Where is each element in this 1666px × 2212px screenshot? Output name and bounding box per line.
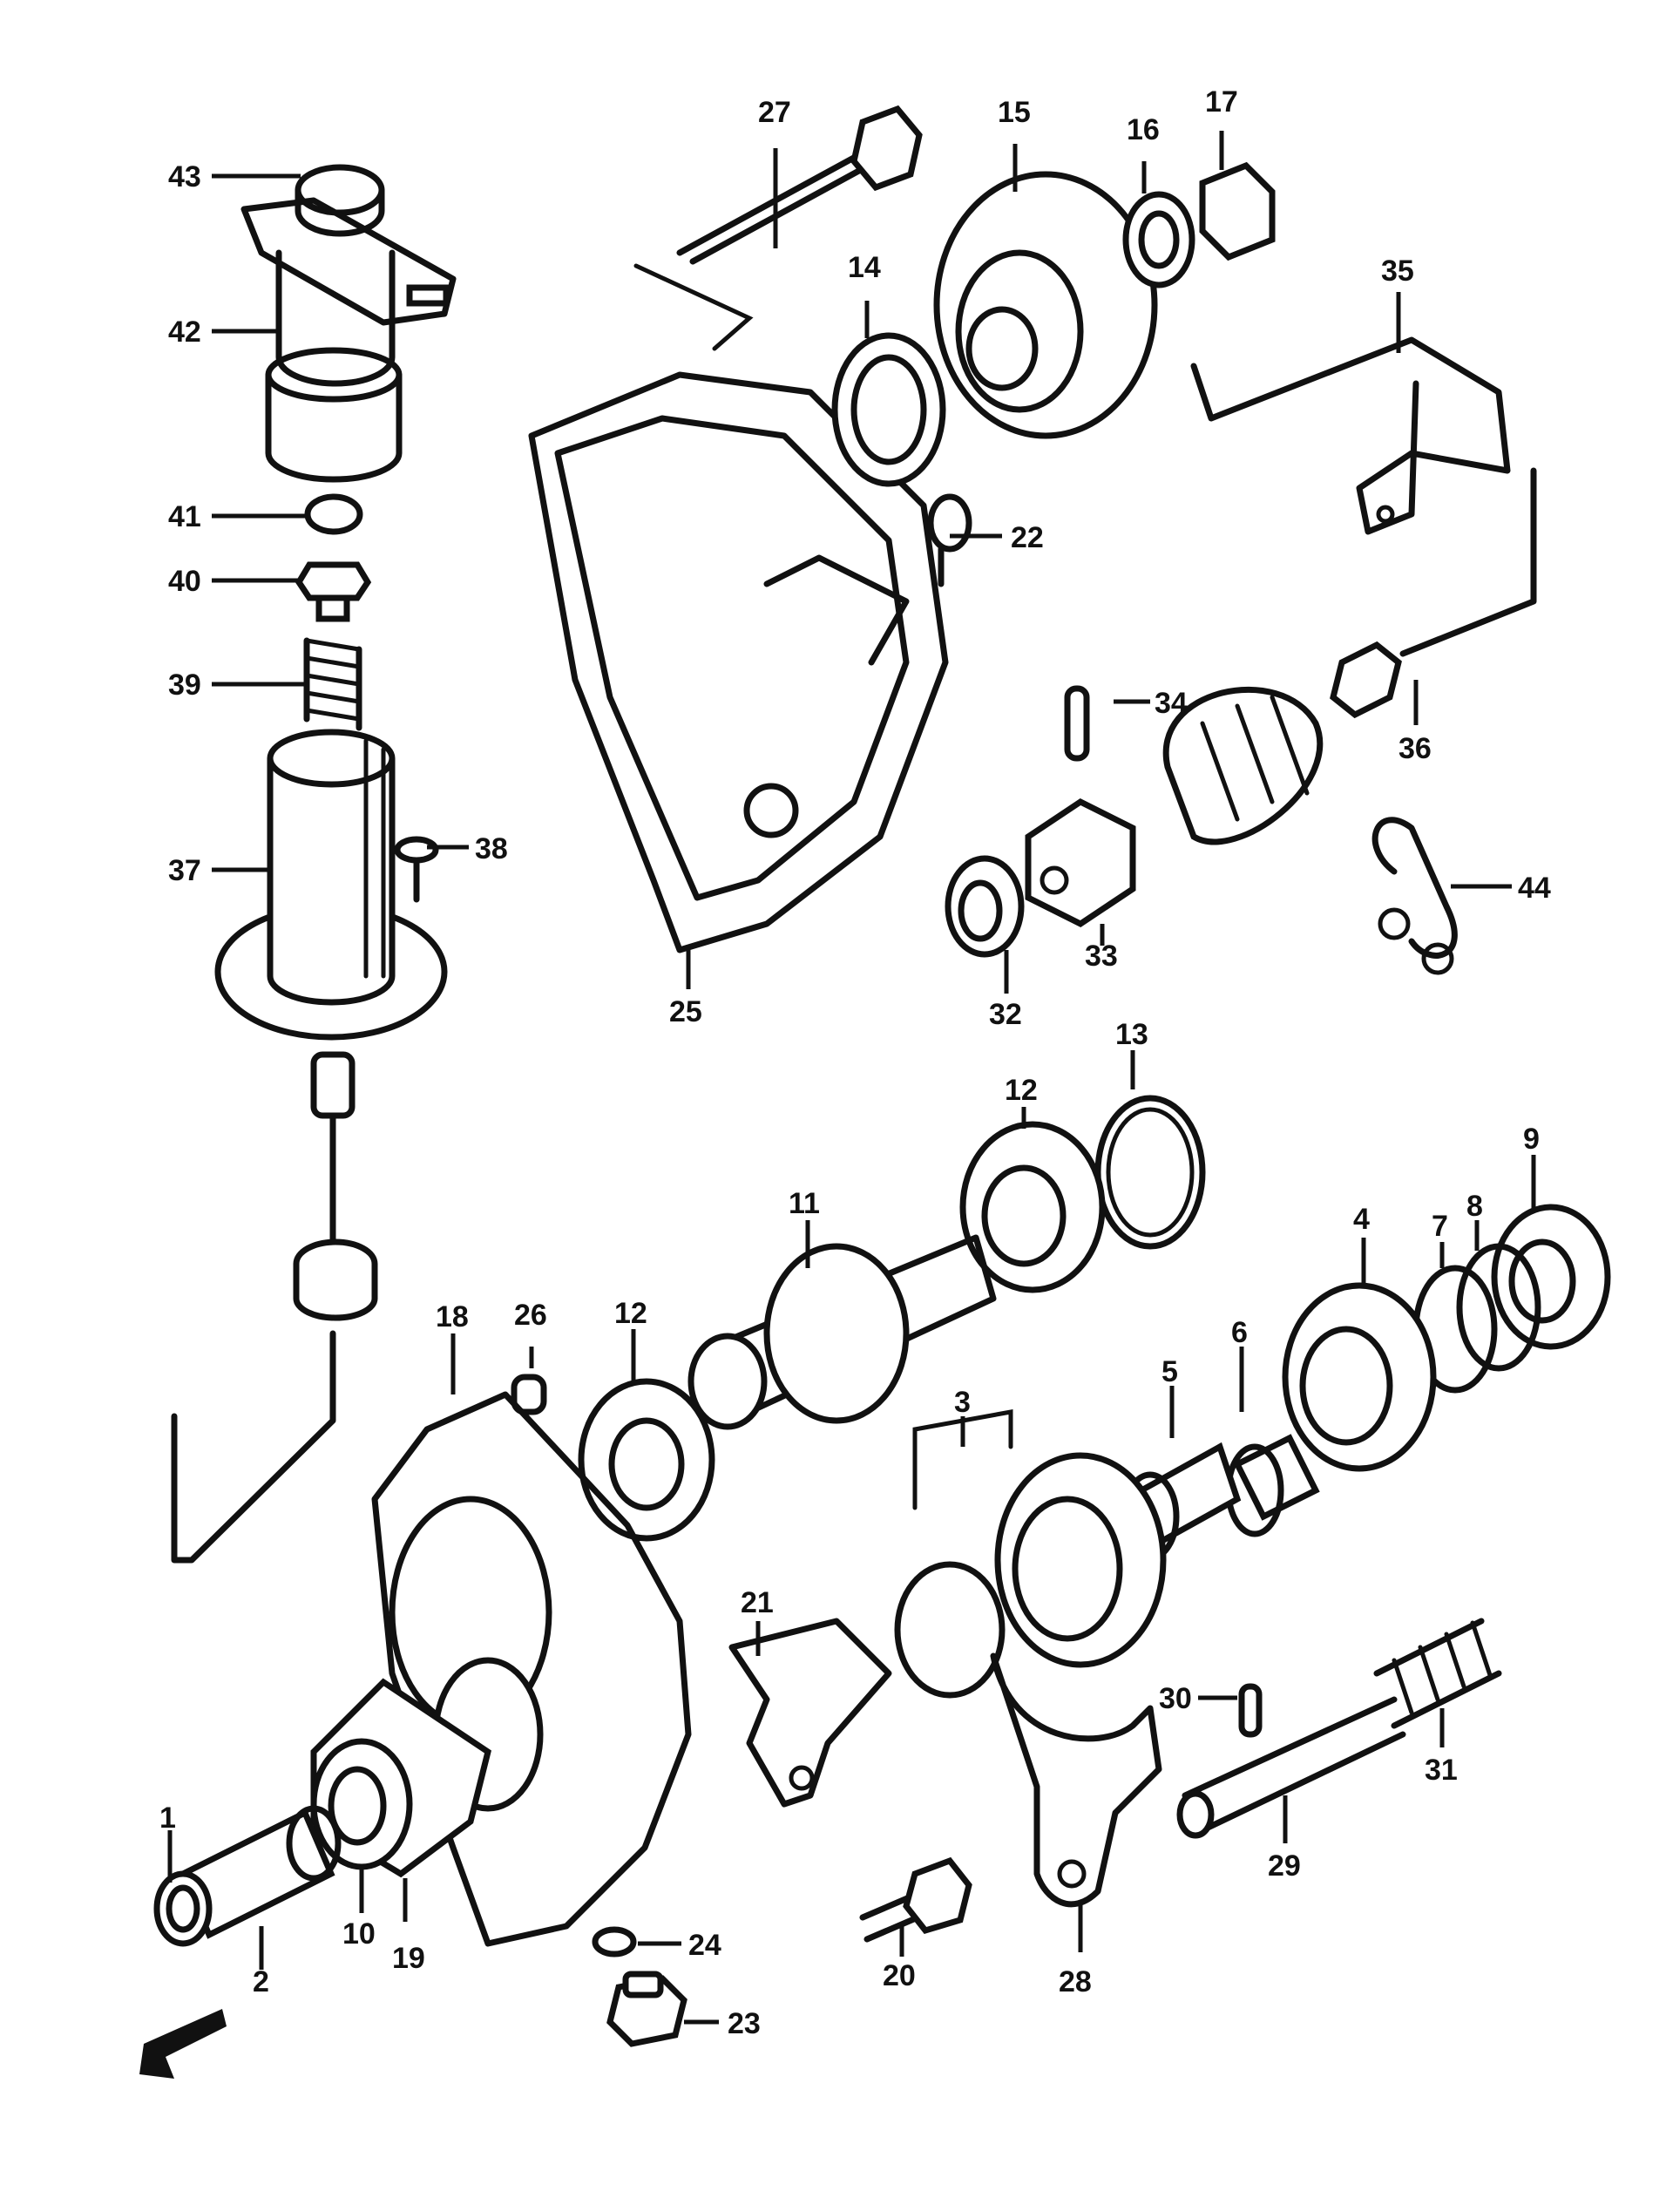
callout-10: 10: [342, 1917, 376, 1951]
callout-5: 5: [1161, 1355, 1178, 1388]
part-snap-ring: [1094, 1095, 1206, 1250]
callout-16: 16: [1127, 113, 1160, 146]
callout-23: 23: [728, 2007, 761, 2040]
part-speedometer-cable: [171, 1051, 378, 1564]
callout-12a: 12: [1005, 1074, 1038, 1107]
callout-22: 22: [1011, 521, 1044, 554]
part-washer-24: [592, 1926, 637, 1958]
part-shift-rail: [1176, 1696, 1406, 1839]
callout-37: 37: [168, 854, 201, 887]
callout-11: 11: [789, 1187, 820, 1220]
callout-9: 9: [1523, 1123, 1540, 1156]
callout-labels: 1 2 3 4 5 6 7 8 9 10 11 12 12 13 14 15 1…: [159, 85, 1551, 2040]
part-bearing-right: [1491, 1204, 1611, 1350]
callout-26: 26: [514, 1299, 547, 1332]
part-bolt-20: [859, 1856, 972, 1943]
callout-28: 28: [1059, 1965, 1092, 1998]
part-screw: [394, 836, 439, 903]
callout-32: 32: [989, 998, 1022, 1031]
part-bearing-lower: [578, 1378, 715, 1542]
callout-34: 34: [1155, 687, 1188, 720]
callout-43: 43: [168, 160, 201, 193]
part-housing-with-arm: [240, 197, 457, 483]
callout-42: 42: [168, 316, 201, 349]
part-plug: [295, 561, 372, 622]
callout-30: 30: [1159, 1682, 1192, 1715]
part-sleeve-with-flange: [214, 729, 448, 1041]
callout-leaders: [167, 131, 1536, 2025]
callout-41: 41: [168, 500, 201, 533]
callout-36: 36: [1398, 732, 1432, 765]
callout-31: 31: [1425, 1754, 1458, 1787]
part-dowel: [511, 1374, 547, 1415]
part-washer: [1122, 191, 1195, 288]
part-drain-plug: [606, 1971, 687, 2047]
part-interlock-plate: [728, 1618, 892, 1808]
part-bracket: [1190, 336, 1511, 535]
callout-20: 20: [883, 1959, 916, 1992]
part-gear-4: [1282, 1282, 1437, 1472]
callout-8: 8: [1466, 1190, 1483, 1223]
part-cable-end: [1330, 467, 1537, 719]
callout-18: 18: [436, 1300, 469, 1333]
part-seal-small: [945, 855, 1025, 958]
callout-29: 29: [1268, 1849, 1301, 1883]
part-ring-8: [1456, 1243, 1541, 1372]
part-output-ring: [153, 1870, 213, 1947]
part-boot: [1162, 686, 1324, 845]
callout-4: 4: [1353, 1203, 1370, 1236]
part-pin: [1064, 685, 1090, 762]
part-bearing-upper: [959, 1121, 1106, 1293]
part-case-cover: [528, 371, 949, 953]
part-small-nut: [304, 493, 363, 535]
part-shift-fork: [990, 1652, 1162, 1908]
part-oil-seal: [831, 332, 946, 487]
part-clip: [1371, 817, 1458, 975]
callout-7: 7: [1432, 1210, 1448, 1243]
callout-21: 21: [741, 1586, 774, 1619]
part-spring-31: [1373, 1618, 1502, 1729]
callout-15: 15: [998, 96, 1031, 129]
callout-17: 17: [1205, 85, 1238, 119]
callout-12b: 12: [614, 1297, 647, 1330]
callout-25: 25: [669, 995, 702, 1028]
callout-35: 35: [1381, 254, 1414, 288]
callout-38: 38: [475, 832, 508, 865]
part-breather: [927, 493, 972, 587]
callout-1: 1: [159, 1801, 176, 1835]
part-needle-bearing: [1225, 1434, 1320, 1537]
part-oil-seal-10: [310, 1738, 413, 1870]
callout-14: 14: [848, 251, 881, 284]
callout-19: 19: [392, 1942, 425, 1975]
callout-33: 33: [1085, 940, 1118, 973]
callout-39: 39: [168, 668, 201, 702]
part-spring: [303, 637, 362, 731]
part-flange-nut: [1199, 161, 1276, 261]
callout-6: 6: [1231, 1316, 1248, 1349]
part-gear-set: [894, 1409, 1167, 1699]
callout-2: 2: [253, 1965, 269, 1998]
callout-24: 24: [688, 1929, 721, 1962]
part-pin-30: [1238, 1683, 1263, 1738]
callout-44: 44: [1518, 872, 1551, 905]
callout-40: 40: [168, 565, 201, 598]
front-arrow-icon: [139, 2009, 227, 2079]
part-yoke: [1025, 797, 1136, 928]
part-countershaft-gear: [687, 1234, 997, 1430]
callout-27: 27: [758, 96, 791, 129]
callout-13: 13: [1115, 1018, 1148, 1051]
callout-3: 3: [954, 1386, 971, 1419]
part-companion-flange: [933, 171, 1158, 439]
